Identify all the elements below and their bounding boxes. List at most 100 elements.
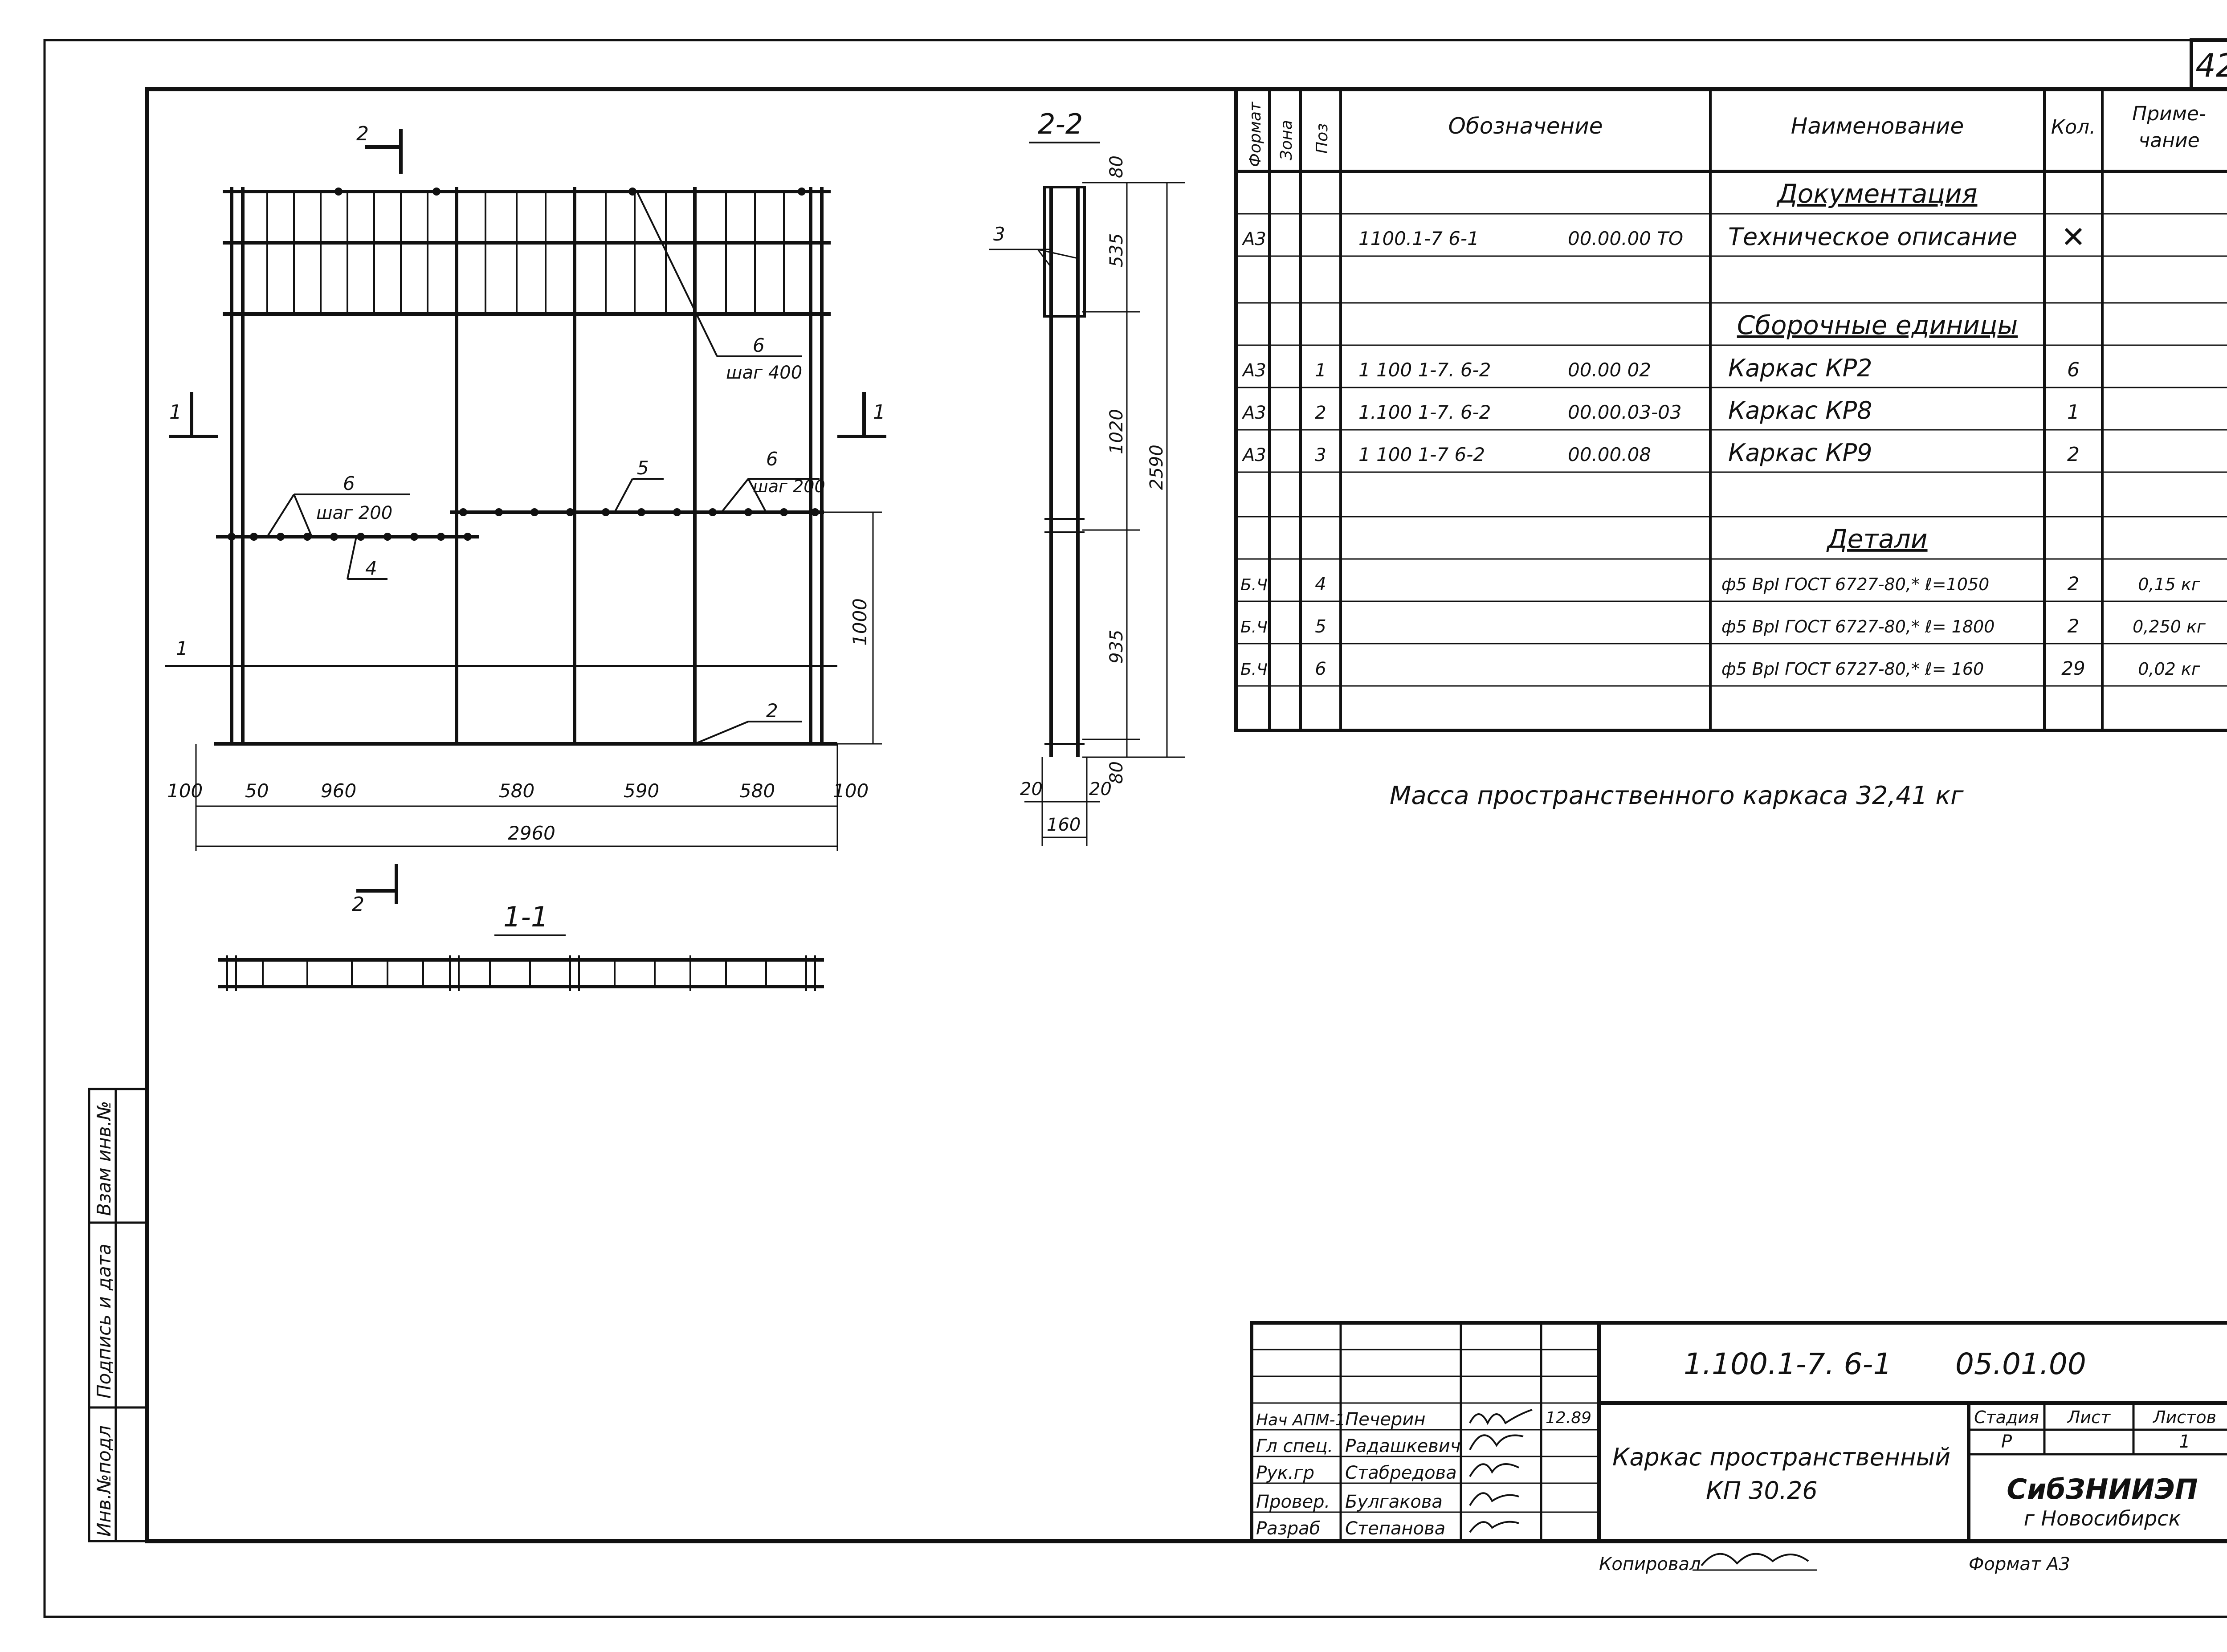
stage-header: Стадия	[1974, 1407, 2039, 1427]
person-5-role: Разраб	[1256, 1518, 1320, 1539]
row-4-name: Каркас КР2	[1728, 354, 1872, 382]
dim-590: 590	[624, 780, 659, 802]
row-5-format: A3	[1241, 403, 1266, 423]
section-details: Детали	[1826, 524, 1927, 554]
header-note-2: чание	[2138, 129, 2199, 152]
row-11-name: ф5 ВрI ГОСТ 6727-80,* ℓ= 160	[1721, 659, 1984, 679]
header-pos: Поз	[1313, 123, 1331, 154]
row-6-qty: 2	[2067, 443, 2080, 466]
row-1-code2: 00.00.00 ТО	[1568, 228, 1683, 249]
signatures	[1469, 1409, 1533, 1533]
header-note-1: Приме-	[2132, 102, 2206, 125]
header-qty: Кол.	[2051, 116, 2096, 139]
row-10-note: 0,250 кг	[2133, 617, 2206, 636]
sheet-header: Лист	[2067, 1407, 2111, 1427]
sheets-value: 1	[2179, 1432, 2190, 1452]
row-10-format: Б.Ч.	[1240, 618, 1273, 636]
row-11-qty: 29	[2061, 657, 2085, 679]
row-4-format: A3	[1241, 360, 1266, 381]
callout-5: 5	[637, 457, 649, 479]
row-1-qty: ✕	[2061, 220, 2085, 254]
row-10-pos: 5	[1315, 616, 1326, 637]
row-4-code: 1 100 1-7. 6-2	[1358, 359, 1491, 381]
outer-trim-border	[43, 39, 2227, 1618]
copied-by-label: Копировал	[1599, 1554, 1701, 1574]
section-2-bottom-label: 2	[352, 893, 364, 916]
dim-1000: 1000	[849, 598, 871, 646]
row-5-name: Каркас КР8	[1728, 396, 1872, 424]
section-documentation: Документация	[1776, 179, 1978, 209]
section-1-right-label: 1	[873, 401, 885, 424]
row-4-pos: 1	[1315, 360, 1326, 381]
org-name: СибЗНИИЭП	[2007, 1473, 2198, 1505]
person-4-role: Провер.	[1256, 1492, 1330, 1512]
callout-3: 3	[993, 223, 1005, 245]
row-1-name: Техническое описание	[1728, 223, 2017, 251]
header-name: Наименование	[1791, 113, 1964, 139]
specification-table: Формат Зона Поз Обозначение Наименование…	[1234, 87, 2227, 732]
row-4-code2: 00.00 02	[1568, 359, 1651, 381]
dim-100-right: 100	[833, 780, 869, 802]
row-6-code2: 00.00.08	[1568, 444, 1651, 465]
row-10-name: ф5 ВрI ГОСТ 6727-80,* ℓ= 1800	[1721, 617, 1995, 636]
row-6-pos: 3	[1315, 445, 1326, 465]
side-label-inv-podl: Инв.№подл	[93, 1425, 115, 1537]
row-4-qty: 6	[2067, 359, 2080, 381]
doc-code: 1.100.1-7. 6-1	[1684, 1347, 1892, 1381]
person-2-name: Радашкевич	[1345, 1436, 1460, 1456]
callout-6-left-step: шаг 200	[316, 503, 392, 523]
row-6-name: Каркас КР9	[1728, 439, 1872, 467]
dim-20-right: 20	[1089, 779, 1112, 799]
dim-1020: 1020	[1106, 409, 1127, 454]
sheet-number: 42	[2195, 47, 2227, 84]
row-5-qty: 1	[2067, 401, 2080, 424]
mass-note: Масса пространственного каркаса 32,41 кг	[1390, 781, 1964, 810]
row-11-note: 0,02 кг	[2138, 659, 2201, 679]
sheets-header: Листов	[2152, 1407, 2216, 1427]
callout-6-left: 6	[343, 473, 355, 494]
section-1-1-title: 1-1	[503, 901, 548, 933]
header-designation: Обозначение	[1448, 113, 1603, 139]
side-label-podpis-data: Подпись и дата	[93, 1244, 115, 1399]
dim-580-a: 580	[499, 780, 534, 802]
person-5-name: Степанова	[1345, 1518, 1445, 1539]
header-zone: Зона	[1277, 120, 1296, 160]
dim-100-left: 100	[167, 780, 203, 802]
row-11-pos: 6	[1315, 659, 1326, 679]
doc-number: 05.01.00	[1955, 1347, 2086, 1381]
row-1-format: A3	[1241, 229, 1266, 249]
dim-535: 535	[1106, 233, 1127, 267]
inner-frame	[145, 87, 2227, 1543]
callout-4: 4	[365, 557, 377, 579]
dim-50: 50	[245, 780, 269, 802]
person-4-name: Булгакова	[1345, 1492, 1443, 1512]
dim-80-top: 80	[1106, 155, 1127, 178]
dim-160: 160	[1047, 815, 1081, 835]
stage-value: Р	[2001, 1432, 2012, 1452]
callout-6-right: 6	[766, 448, 778, 470]
callout-6-right-step: шаг 200	[753, 477, 825, 496]
row-9-qty: 2	[2068, 573, 2080, 595]
side-stamp: Инв.№подл Подпись и дата Взам инв.№	[88, 1088, 148, 1542]
dim-20-left: 20	[1020, 779, 1043, 799]
title-line-1: Каркас пространственный	[1612, 1443, 1950, 1471]
row-9-note: 0,15 кг	[2138, 575, 2201, 594]
person-1-role: Нач АПМ-1	[1256, 1411, 1346, 1429]
copied-by-signature	[1701, 1553, 1809, 1566]
dim-935: 935	[1106, 630, 1127, 664]
row-9-name: ф5 ВрI ГОСТ 6727-80,* ℓ=1050	[1721, 575, 1989, 594]
dim-80-bottom: 80	[1106, 761, 1127, 784]
row-10-qty: 2	[2068, 615, 2080, 637]
callout-6-top-step: шаг 400	[726, 363, 802, 383]
row-6-code: 1 100 1-7 6-2	[1358, 444, 1485, 465]
person-1-name: Печерин	[1345, 1409, 1425, 1430]
row-9-format: Б.Ч.	[1240, 576, 1273, 594]
title-block: 1.100.1-7. 6-1 05.01.00 Каркас пространс…	[1250, 1321, 2227, 1543]
date-12-89: 12.89	[1546, 1409, 1591, 1427]
dim-960: 960	[321, 780, 356, 802]
callout-2: 2	[766, 700, 778, 722]
person-2-role: Гл спец.	[1256, 1436, 1333, 1456]
row-5-code: 1.100 1-7. 6-2	[1358, 401, 1491, 423]
dim-2960: 2960	[508, 822, 555, 844]
row-6-format: A3	[1241, 445, 1266, 465]
